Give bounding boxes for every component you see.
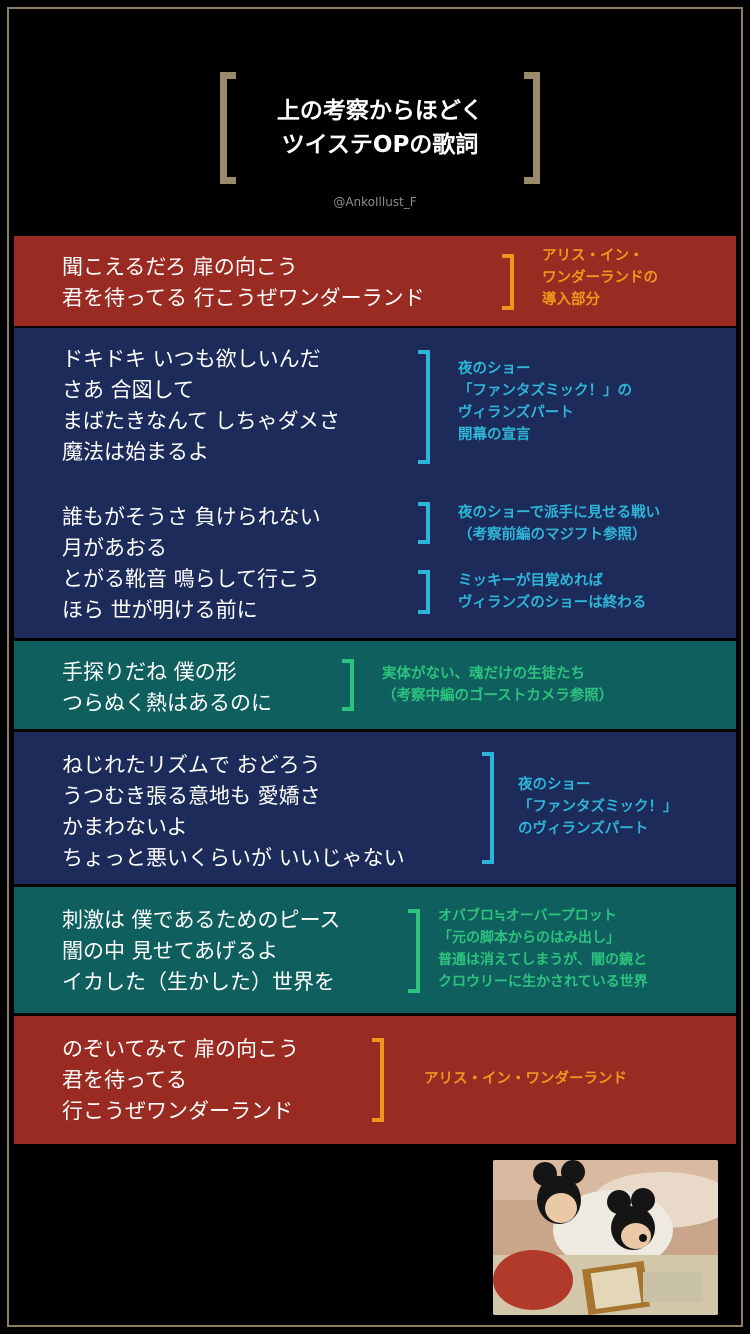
lyric-line: 君を待ってる 行こうぜワンダーランド [62, 286, 425, 310]
note-line: クロウリーに生かされている世界 [438, 974, 648, 990]
lyric-line: つらぬく熱はあるのに [62, 691, 272, 715]
note-line: （考察中編のゴーストカメラ参照） [382, 688, 614, 704]
lyric-line: イカした（生かした）世界を [62, 970, 335, 994]
annotation-note: 実体がない、魂だけの生徒たち （考察中編のゴーストカメラ参照） [382, 663, 613, 707]
lyrics-section-overblot: 刺激は 僕であるためのピース 闇の中 見せてあげるよ イカした（生かした）世界を… [14, 887, 736, 1013]
note-line: 普通は消えてしまうが、闇の鏡と [438, 952, 648, 968]
note-line: 「ファンタズミック！」 [518, 799, 678, 815]
lyric-line: まばたきなんて しちゃダメさ [62, 409, 340, 433]
title-line-2: ツイステOPの歌詞 [281, 132, 479, 158]
scene-illustration [493, 1160, 718, 1315]
lyric-line: ねじれたリズムで おどろう [62, 753, 321, 777]
note-line: のヴィランズパート [518, 821, 649, 837]
note-line: 夜のショーで派手に見せる戦い [458, 505, 661, 521]
author-credit: @AnkoIllust_F [333, 195, 417, 209]
note-line: 夜のショー [458, 361, 531, 377]
page-title: 上の考察からほどく ツイステOPの歌詞 [220, 94, 540, 162]
note-line: アリス・イン・ワンダーランド [424, 1071, 627, 1087]
left-bracket [220, 72, 236, 184]
annotation-bracket [482, 752, 494, 864]
note-line: 夜のショー [518, 777, 591, 793]
lyric-line: 魔法は始まるよ [62, 440, 209, 464]
note-line: 開幕の宣言 [458, 427, 531, 443]
note-line: ワンダーランドの [542, 270, 658, 286]
lyrics-section-ghosts: 手探りだね 僕の形 つらぬく熱はあるのに 実体がない、魂だけの生徒たち （考察中… [14, 641, 736, 729]
note-line: 「元の脚本からのはみ出し」 [438, 930, 620, 946]
note-line: 実体がない、魂だけの生徒たち [382, 666, 585, 682]
lyric-line: 手探りだね 僕の形 [62, 660, 237, 684]
annotation-note: 夜のショー 「ファンタズミック！」の ヴィランズパート 開幕の宣言 [458, 358, 632, 446]
annotation-bracket [372, 1038, 384, 1122]
annotation-bracket [418, 350, 430, 464]
sleeping-mickey-image [493, 1160, 718, 1315]
annotation-bracket [418, 570, 430, 614]
note-line: ヴィランズパート [458, 405, 574, 421]
lyric-line: 刺激は 僕であるためのピース [62, 908, 341, 932]
lyric-line: ちょっと悪いくらいが いいじゃない [62, 846, 405, 870]
lyrics-section-villains: ドキドキ いつも欲しいんだ さあ 合図して まばたきなんて しちゃダメさ 魔法は… [14, 328, 736, 638]
lyrics-section-intro: 聞こえるだろ 扉の向こう 君を待ってる 行こうぜワンダーランド アリス・イン・ … [14, 236, 736, 326]
lyric-line: 月があおる [62, 536, 167, 560]
lyric-line: のぞいてみて 扉の向こう [62, 1037, 300, 1061]
lyric-line: 闇の中 見せてあげるよ [62, 939, 279, 963]
annotation-bracket [342, 659, 354, 711]
annotation-note: アリス・イン・ワンダーランド [424, 1068, 627, 1090]
lyric-line: 行こうぜワンダーランド [62, 1099, 293, 1123]
lyric-line: ほら 世が明ける前に [62, 598, 258, 622]
lyric-line: 君を待ってる [62, 1068, 187, 1092]
lyric-line: 誰もがそうさ 負けられない [62, 505, 321, 529]
lyric-line: 聞こえるだろ 扉の向こう [62, 255, 298, 279]
right-bracket [524, 72, 540, 184]
annotation-bracket [502, 254, 514, 310]
note-line: ミッキーが目覚めれば [458, 573, 603, 589]
note-line: 導入部分 [542, 292, 600, 308]
annotation-note: オバブロ≒オーバープロット 「元の脚本からのはみ出し」 普通は消えてしまうが、闇… [438, 905, 648, 993]
note-line: オバブロ≒オーバープロット [438, 908, 617, 924]
lyrics-section-rhythm: ねじれたリズムで おどろう うつむき張る意地も 愛嬌さ かまわないよ ちょっと悪… [14, 732, 736, 884]
annotation-note: アリス・イン・ ワンダーランドの 導入部分 [542, 245, 658, 311]
note-line: ヴィランズのショーは終わる [458, 595, 647, 611]
lyric-line: かまわないよ [62, 815, 188, 839]
note-line: （考察前編のマジフト参照） [458, 527, 647, 543]
title-line-1: 上の考察からほどく [276, 98, 484, 124]
lyric-line: うつむき張る意地も 愛嬌さ [62, 784, 321, 808]
annotation-note: 夜のショーで派手に見せる戦い （考察前編のマジフト参照） [458, 502, 660, 546]
annotation-bracket [418, 502, 430, 544]
lyric-line: ドキドキ いつも欲しいんだ [62, 347, 321, 371]
lyric-line: さあ 合図して [62, 378, 195, 402]
note-line: 「ファンタズミック！」の [458, 383, 632, 399]
lyric-line: とがる靴音 鳴らして行こう [62, 567, 321, 591]
title-block: 上の考察からほどく ツイステOPの歌詞 [220, 72, 540, 184]
annotation-bracket [408, 909, 420, 993]
annotation-note: 夜のショー 「ファンタズミック！」 のヴィランズパート [518, 774, 678, 840]
annotation-note: ミッキーが目覚めれば ヴィランズのショーは終わる [458, 570, 646, 614]
note-line: アリス・イン・ [542, 248, 644, 264]
lyrics-section-outro: のぞいてみて 扉の向こう 君を待ってる 行こうぜワンダーランド アリス・イン・ワ… [14, 1016, 736, 1144]
